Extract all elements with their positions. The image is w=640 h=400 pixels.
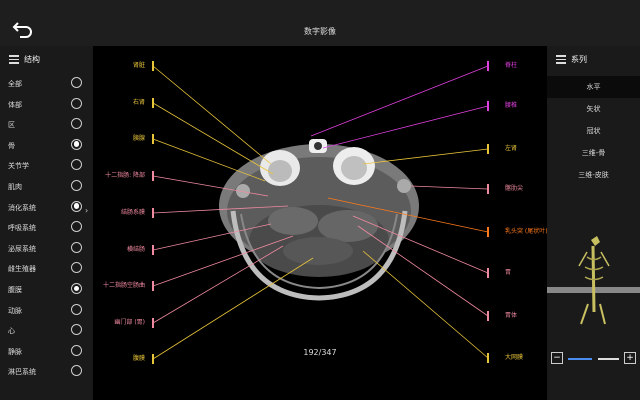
back-arrow-icon[interactable] — [12, 20, 36, 40]
anatomy-label[interactable]: 胃体 — [505, 312, 518, 319]
structure-item-label: 心 — [8, 327, 15, 336]
structure-item[interactable]: 雌生殖器 — [0, 261, 93, 275]
anatomy-label[interactable]: 十二指肠空肠曲 — [102, 282, 145, 289]
anatomy-label[interactable]: 髂肋尖 — [505, 185, 524, 192]
structure-item-radio[interactable] — [71, 324, 82, 336]
structure-item[interactable]: 体部 — [0, 97, 93, 111]
structure-item[interactable]: 全部 — [0, 76, 93, 90]
anatomy-label[interactable]: 右肾 — [132, 99, 145, 106]
zoom-control: − + — [547, 348, 640, 368]
structure-item-label: 骨 — [8, 141, 15, 150]
structure-item[interactable]: 肌肉 — [0, 179, 93, 193]
ct-slice-image — [152, 61, 489, 364]
view-mode-button[interactable]: 三维-骨 — [581, 149, 606, 157]
structure-item-radio[interactable] — [71, 241, 82, 253]
ct-viewer[interactable]: 肾脏右肾胰腺十二指肠: 降部结肠系膜横结肠十二指肠空肠曲幽门部 (胃) 腹膜 脊柱… — [93, 46, 547, 380]
structure-item[interactable]: 淋巴系统 — [0, 364, 93, 378]
zoom-in-button[interactable]: + — [624, 352, 636, 364]
structure-panel: 结构 全部体部区骨关节学肌肉消化系统呼吸系统泌尿系统雌生殖器腹膜动脉心静脉淋巴系… — [0, 46, 93, 400]
structure-item-label: 呼吸系统 — [8, 224, 36, 233]
anatomy-label[interactable]: 大网膜 — [505, 354, 524, 361]
structure-panel-header: 结构 — [0, 46, 93, 72]
structure-item[interactable]: 心 — [0, 323, 93, 337]
menu-icon[interactable] — [556, 55, 566, 64]
structure-item-radio[interactable] — [71, 303, 82, 315]
anatomy-label[interactable]: 结肠系膜 — [120, 209, 145, 216]
skeleton-thumbnail[interactable] — [547, 232, 640, 332]
structure-item-label: 静脉 — [8, 347, 22, 356]
structure-item-label: 全部 — [8, 80, 22, 88]
structure-item-radio[interactable] — [71, 77, 82, 88]
series-panel-title: 系列 — [571, 54, 587, 64]
zoom-out-button[interactable]: − — [551, 352, 563, 364]
structure-item-radio[interactable] — [71, 221, 82, 233]
view-mode-button[interactable]: 冠状 — [586, 127, 601, 135]
view-mode-button[interactable]: 矢状 — [586, 105, 601, 113]
structure-item[interactable]: 动脉 — [0, 303, 93, 317]
anatomy-label[interactable]: 左肾 — [505, 145, 518, 152]
structure-item[interactable]: 腹膜 — [0, 282, 93, 296]
anatomy-label[interactable]: 幽门部 (胃) — [114, 319, 145, 326]
structure-item-label: 体部 — [8, 100, 22, 109]
structure-item-radio[interactable] — [71, 180, 82, 191]
structure-item-label: 肌肉 — [8, 183, 22, 191]
structure-item-label: 泌尿系统 — [8, 244, 36, 253]
structure-item[interactable]: 消化系统 — [0, 200, 93, 214]
zoom-slider-fill[interactable] — [568, 358, 592, 360]
structure-item-label: 动脉 — [8, 306, 22, 315]
top-bar: 数字影像 — [0, 0, 640, 46]
anatomy-label[interactable]: 乳头突 (尾状叶) — [505, 228, 547, 235]
structure-item[interactable]: 骨 — [0, 138, 93, 152]
anatomy-label[interactable]: 肾脏 — [132, 62, 145, 69]
structure-item-label: 消化系统 — [8, 203, 36, 212]
anatomy-label[interactable]: 胰腺 — [132, 135, 145, 142]
series-panel-header: 系列 — [547, 46, 640, 72]
structure-item-radio[interactable] — [71, 159, 82, 171]
anatomy-label[interactable]: 十二指肠: 降部 — [105, 172, 145, 179]
structure-item-radio[interactable] — [71, 200, 82, 212]
menu-icon[interactable] — [9, 55, 19, 64]
structure-item[interactable]: 静脉 — [0, 344, 93, 358]
structure-item-label: 雌生殖器 — [8, 265, 36, 274]
structure-item-radio[interactable] — [71, 138, 82, 150]
structure-panel-title: 结构 — [24, 54, 40, 64]
structure-item-radio[interactable] — [71, 344, 82, 356]
slice-counter: 192/347 — [303, 348, 337, 357]
series-panel: 系列 水平矢状冠状三维-骨三维-皮肤 − + — [547, 46, 640, 400]
structure-item-radio[interactable] — [71, 97, 82, 109]
structure-item-radio[interactable] — [71, 365, 82, 377]
anatomy-label[interactable]: 胃 — [505, 269, 512, 276]
page-title: 数字影像 — [304, 27, 336, 36]
structure-item-label: 腹膜 — [8, 286, 22, 294]
structure-item-radio[interactable] — [71, 262, 82, 274]
structure-item[interactable]: 泌尿系统 — [0, 241, 93, 255]
view-mode-button[interactable]: 三维-皮肤 — [578, 171, 609, 179]
anatomy-label[interactable]: 横结肠 — [126, 246, 145, 253]
structure-item[interactable]: 呼吸系统 — [0, 220, 93, 234]
structure-item-radio[interactable] — [71, 283, 82, 294]
view-mode-button[interactable]: 水平 — [547, 76, 640, 98]
anatomy-label[interactable]: 腰椎 — [505, 102, 518, 109]
structure-item[interactable]: 关节学 — [0, 158, 93, 172]
anatomy-label[interactable]: 腹膜 — [132, 355, 145, 362]
zoom-slider-track[interactable] — [598, 358, 619, 360]
expand-arrow-icon[interactable]: › — [85, 206, 89, 215]
structure-item-label: 关节学 — [8, 162, 29, 171]
anatomy-label[interactable]: 脊柱 — [505, 62, 518, 69]
structure-item[interactable]: 区 — [0, 117, 93, 131]
structure-item-label: 区 — [8, 121, 15, 130]
structure-item-radio[interactable] — [71, 118, 82, 130]
structure-item-label: 淋巴系统 — [8, 368, 36, 377]
